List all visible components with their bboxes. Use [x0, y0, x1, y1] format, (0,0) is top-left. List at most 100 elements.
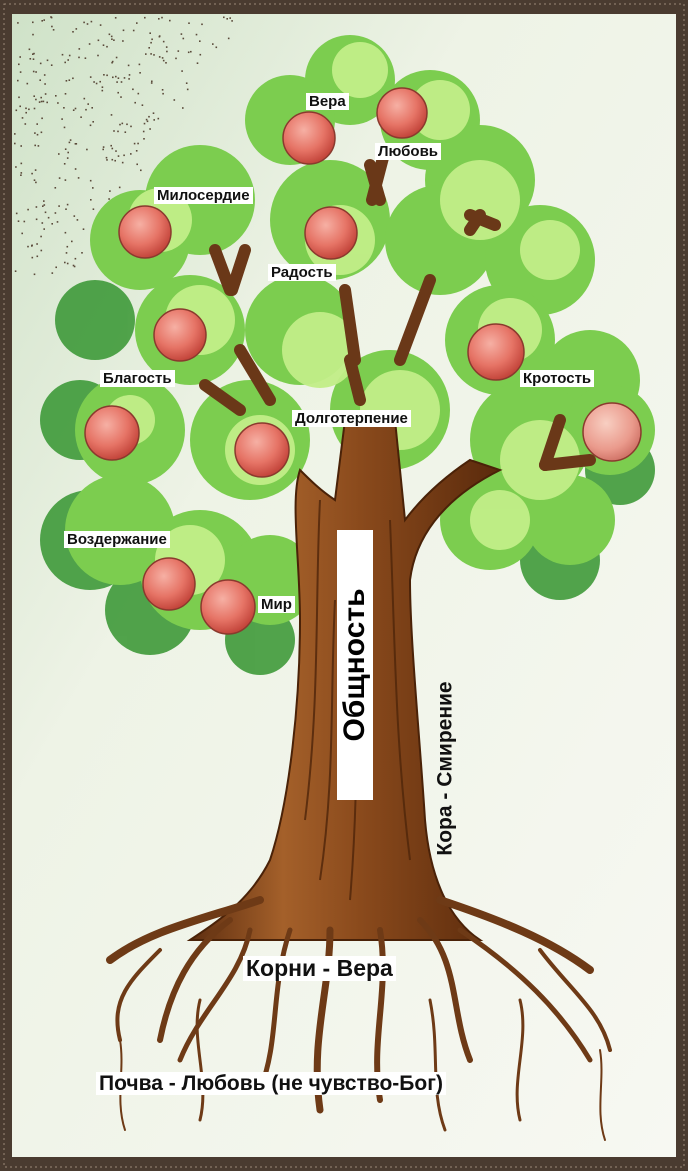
speckle: [152, 112, 155, 114]
speckle: [143, 122, 146, 125]
speckle: [110, 144, 112, 147]
speckle: [40, 249, 43, 252]
speckle: [14, 142, 16, 145]
label-vozderzhanie: Воздержание: [64, 531, 170, 548]
speckle: [44, 83, 46, 85]
speckle: [75, 28, 78, 30]
speckle: [123, 77, 126, 79]
speckle: [146, 120, 149, 123]
speckle: [150, 82, 153, 84]
label-krotost: Кротость: [520, 370, 595, 387]
speckle: [162, 40, 165, 43]
speckle: [34, 132, 36, 134]
speckle: [102, 146, 105, 148]
speckle: [21, 232, 23, 235]
speckle: [92, 187, 94, 189]
speckle: [115, 150, 117, 152]
speckle: [40, 131, 43, 134]
speckle: [61, 53, 64, 56]
speckle: [65, 80, 68, 82]
speckle: [44, 211, 47, 214]
speckle: [135, 150, 138, 152]
speckle: [65, 208, 67, 210]
speckle: [105, 156, 108, 159]
speckle: [43, 204, 46, 206]
speckle: [23, 220, 26, 223]
label-radost: Радость: [268, 264, 336, 281]
speckle: [58, 177, 61, 179]
speckle: [114, 17, 117, 19]
speckle: [117, 77, 120, 79]
speckle: [43, 19, 45, 21]
speckle: [64, 261, 66, 264]
speckle: [74, 143, 77, 145]
speckle: [93, 81, 95, 83]
fruit-krotost: [467, 323, 525, 381]
speckle: [41, 117, 43, 120]
speckle: [72, 31, 74, 33]
speckle: [201, 23, 203, 26]
trunk-label: Общность: [337, 530, 373, 800]
speckle: [89, 179, 92, 182]
speckle: [132, 29, 135, 32]
speckle: [199, 53, 202, 56]
speckle: [39, 79, 41, 81]
speckle: [73, 265, 76, 268]
speckle: [25, 107, 27, 110]
speckle: [137, 142, 139, 145]
speckle: [182, 107, 184, 109]
speckle: [29, 58, 32, 60]
fruit-vera-2: [376, 87, 428, 139]
speckle: [68, 141, 71, 144]
speckle: [36, 133, 39, 136]
speckle: [124, 131, 127, 133]
speckle: [145, 118, 148, 121]
speckle: [120, 81, 123, 83]
speckle: [151, 38, 153, 41]
speckle: [46, 59, 49, 62]
speckle: [66, 203, 69, 206]
speckle: [84, 57, 87, 59]
soil-label: Почва - Любовь (не чувство-Бог): [96, 1072, 446, 1095]
speckle: [165, 62, 167, 64]
speckle: [169, 19, 171, 22]
speckle: [17, 220, 20, 222]
speckle: [35, 98, 37, 101]
speckle: [91, 107, 93, 109]
speckle: [128, 74, 131, 76]
speckle: [153, 54, 155, 56]
fruit-miloserdie: [118, 205, 172, 259]
fruit-mir: [200, 579, 256, 635]
speckle: [36, 123, 38, 125]
speckle: [34, 169, 37, 171]
speckle: [123, 154, 125, 157]
speckle: [64, 148, 67, 150]
speckle: [226, 18, 228, 20]
speckle: [102, 44, 105, 46]
speckle: [120, 96, 122, 98]
speckle: [15, 109, 18, 112]
speckle: [150, 53, 152, 55]
speckle: [58, 205, 60, 207]
speckle: [109, 190, 111, 192]
speckle: [43, 228, 45, 230]
speckle: [28, 108, 30, 111]
speckle: [158, 18, 160, 20]
label-dolgoterpenie: Долготерпение: [292, 410, 411, 427]
speckle: [32, 33, 34, 36]
speckle: [31, 172, 33, 175]
speckle: [36, 255, 39, 258]
speckle: [63, 163, 66, 165]
speckle: [58, 153, 60, 155]
speckle: [46, 101, 48, 104]
speckle: [43, 74, 46, 76]
speckle: [215, 46, 218, 49]
speckle: [77, 177, 80, 179]
speckle: [81, 252, 83, 254]
speckle: [165, 46, 168, 48]
speckle: [38, 101, 41, 103]
speckle: [41, 222, 44, 224]
speckle: [97, 54, 99, 57]
speckle: [126, 123, 128, 126]
speckle: [162, 92, 164, 95]
